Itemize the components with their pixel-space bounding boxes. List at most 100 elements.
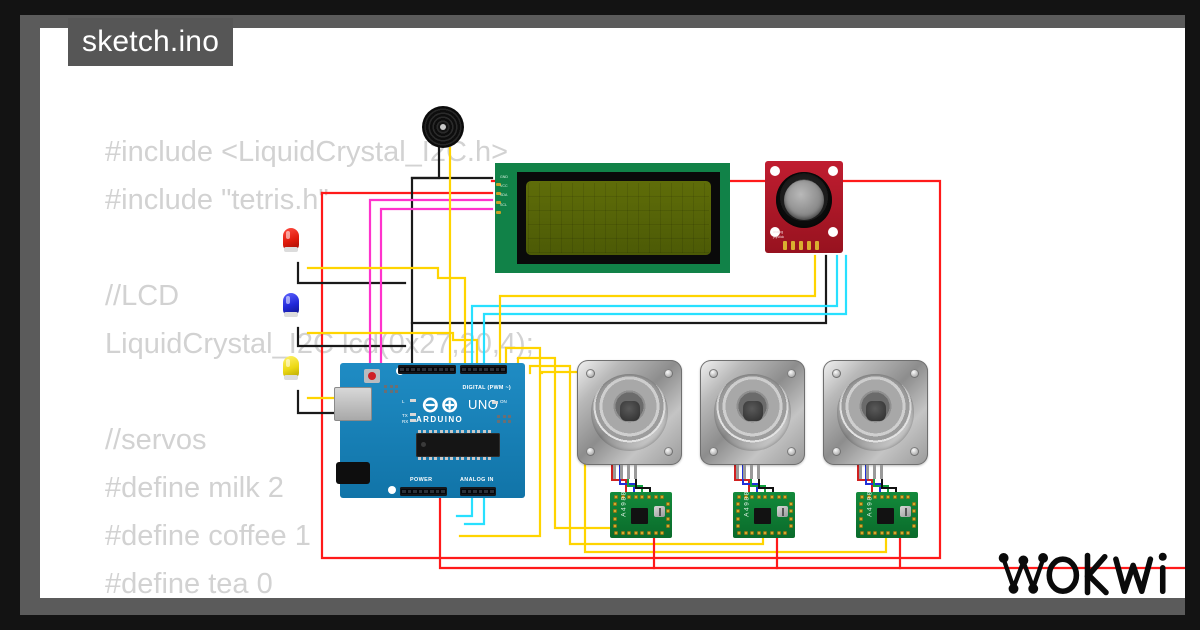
led-red[interactable]	[283, 228, 299, 262]
driver-a4988-2[interactable]: A4988	[733, 490, 795, 538]
joystick-label-analog: analog	[773, 230, 784, 235]
wire-gnd-led-blue	[296, 326, 407, 348]
joystick-pcb: analog joystick	[765, 161, 843, 253]
stepper-screw	[910, 447, 919, 456]
driver-1-label: A4988	[620, 490, 628, 517]
wire-motor-1-d	[635, 464, 651, 493]
lcd-pcb: GND VCC SDA SCL	[495, 163, 730, 273]
driver-2-bottom-pads	[737, 531, 788, 535]
icsp-header-2[interactable]	[384, 385, 399, 393]
reset-button[interactable]	[364, 369, 380, 383]
driver-2-right-pads	[788, 502, 793, 529]
led-yellow-flange	[284, 375, 298, 380]
driver-a4988-1[interactable]: A4988	[610, 490, 672, 538]
atmega328p-chip	[416, 430, 500, 460]
led-red-bulb	[283, 228, 299, 250]
stepper-screw	[832, 447, 841, 456]
stepper-screw	[664, 447, 673, 456]
led-blue-bulb	[283, 293, 299, 315]
stepper-screw	[709, 447, 718, 456]
uno-mount-hole	[388, 486, 396, 494]
arduino-infinity-logo	[418, 396, 462, 414]
led-label-tx: TX	[402, 413, 408, 418]
lcd-2004-i2c[interactable]: GND VCC SDA SCL	[495, 163, 730, 273]
stepper-screw	[787, 369, 796, 378]
wire-analog-joy-x	[455, 254, 839, 518]
analog-header[interactable]	[460, 487, 496, 496]
digital-header-high[interactable]	[398, 365, 456, 374]
driver-3-chip	[877, 508, 894, 524]
driver-2-potentiometer[interactable]	[777, 506, 788, 517]
stepper-3-frame	[823, 360, 928, 479]
lcd-pin-gnd: GND	[500, 175, 508, 179]
stepper-motor-2[interactable]	[700, 360, 805, 479]
driver-3-potentiometer[interactable]	[900, 506, 911, 517]
lcd-pin-vcc: VCC	[500, 184, 508, 189]
driver-1-right-pads	[665, 502, 670, 529]
stepper-motor-1[interactable]	[577, 360, 682, 479]
driver-3-right-pads	[911, 502, 916, 529]
led-blue[interactable]	[283, 293, 299, 327]
led-yellow-bulb	[283, 356, 299, 378]
lcd-pin-sda: SDA	[500, 193, 508, 198]
wire-power-red-uno	[438, 496, 1185, 570]
buzzer-body	[422, 106, 464, 148]
driver-1-potentiometer[interactable]	[654, 506, 665, 517]
lcd-bezel	[517, 172, 720, 264]
driver-1-top-pads	[614, 495, 665, 499]
wire-i2c-sda	[368, 198, 494, 375]
driver-2-pcb: A4988	[733, 490, 795, 538]
wire-gnd-led-red	[296, 261, 407, 285]
stepper-screw	[664, 369, 673, 378]
diagram-canvas[interactable]: #include <LiquidCrystal_I2C.h> #include …	[40, 28, 1185, 598]
led-rx-pad	[410, 419, 416, 422]
wire-bus-yellow-1	[498, 254, 817, 375]
driver-3-pcb: A4988	[856, 490, 918, 538]
wire-gnd-buzzer	[410, 146, 441, 375]
stepper-motor-3[interactable]	[823, 360, 928, 479]
wire-driver-1-step	[458, 346, 542, 538]
driver-2-left-pads	[735, 502, 740, 529]
icsp-header-1[interactable]	[497, 415, 512, 423]
joystick-mount-hole	[770, 166, 780, 176]
led-tx-pad	[410, 413, 416, 416]
power-header-label: POWER	[410, 477, 433, 483]
joystick-mount-hole	[828, 227, 838, 237]
wire-motor-3-d	[881, 464, 897, 493]
joystick-pin-pads	[783, 241, 819, 250]
usb-connector[interactable]	[334, 387, 372, 421]
digital-header-low[interactable]	[460, 365, 507, 374]
driver-3-bottom-pads	[860, 531, 911, 535]
buzzer[interactable]	[422, 106, 464, 148]
joystick-thumbstick[interactable]	[784, 180, 824, 220]
led-label-on: ON	[500, 399, 507, 404]
wire-gnd-joystick	[410, 254, 828, 325]
wire-signal-led-red	[306, 266, 467, 375]
buzzer-center-hole	[440, 124, 446, 130]
driver-1-chip	[631, 508, 648, 524]
wire-analog-joy-y	[463, 254, 848, 526]
power-header[interactable]	[400, 487, 447, 496]
joystick-mount-hole	[828, 166, 838, 176]
driver-1-pcb: A4988	[610, 490, 672, 538]
driver-1-bottom-pads	[614, 531, 665, 535]
joystick-module[interactable]: analog joystick	[765, 161, 843, 253]
file-tab-sketch-ino[interactable]: sketch.ino	[68, 18, 234, 66]
file-tab-label: sketch.ino	[82, 25, 220, 58]
stepper-2-leads	[736, 465, 760, 479]
driver-2-top-pads	[737, 495, 788, 499]
arduino-brand-text: ARDUINO	[416, 415, 464, 424]
led-yellow[interactable]	[283, 356, 299, 390]
stepper-2-shaft	[743, 401, 763, 421]
mcu-pins-top	[418, 430, 498, 433]
led-on-pad	[492, 401, 498, 404]
driver-3-label: A4988	[866, 490, 874, 517]
analog-header-label: ANALOG IN	[460, 477, 494, 483]
joystick-silkscreen-label: analog joystick	[773, 230, 784, 239]
driver-a4988-3[interactable]: A4988	[856, 490, 918, 538]
arduino-uno-board[interactable]: UNO ARDUINO DIGITAL (PWM ~) POWER ANALOG…	[334, 363, 525, 498]
wire-motor-2-d	[758, 464, 774, 493]
wire-signal-led-blue	[306, 331, 479, 375]
power-jack[interactable]	[336, 462, 370, 484]
